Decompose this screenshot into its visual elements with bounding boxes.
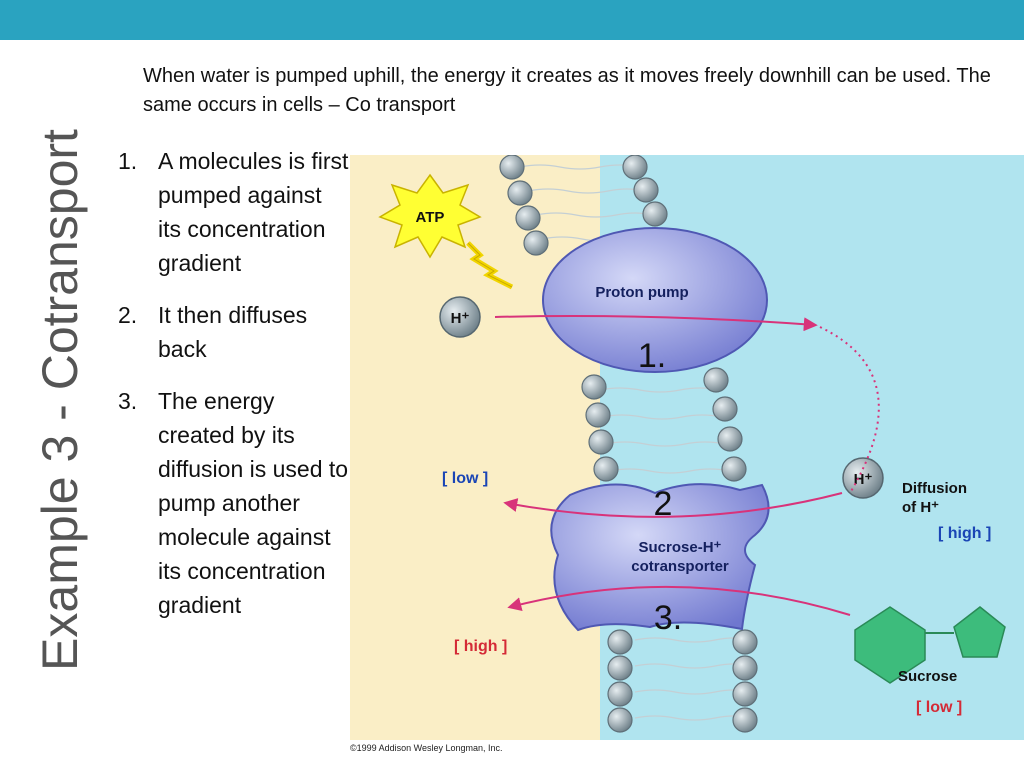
h-ion-label: H⁺ [451,310,470,327]
step-number: 3. [118,388,138,414]
lightning-outline [467,242,513,288]
slide-title-container: Example 3 - Cotransport [8,100,108,700]
high-right-label: [ high ] [938,525,991,542]
h-ion-icon: H⁺ [842,457,884,499]
copyright-text: ©1999 Addison Wesley Longman, Inc. [350,743,503,753]
step-number: 1. [118,148,138,174]
high-left-label: [ high ] [454,638,507,655]
intro-text: When water is pumped uphill, the energy … [143,65,991,116]
h-ion-label: H⁺ [854,471,873,488]
slide-title: Example 3 - Cotransport [32,129,88,671]
marker-2: 2 [654,485,673,523]
step-item: 3. The energy created by its diffusion i… [118,384,350,622]
step-item: 2. It then diffuses back [118,298,350,366]
marker-3: 3. [654,599,682,637]
step-text: The energy created by its diffusion is u… [158,388,349,618]
step-item: 1. A molecules is first pumped against i… [118,144,350,280]
low-right-label: [ low ] [916,699,962,716]
proton-pump-protein [542,227,768,373]
marker-1: 1. [638,337,666,375]
sucrose-label: Sucrose [898,668,957,685]
step-text: It then diffuses back [158,302,308,362]
h-ion-icon: H⁺ [439,296,481,338]
sucrose-hexagon-icon [854,606,926,684]
diffusion-dotted-arrow [819,326,880,494]
steps-list: 1. A molecules is first pumped against i… [118,144,350,640]
proton-pump-label: Proton pump [595,284,688,301]
low-left-label: [ low ] [442,470,488,487]
cotransport-diagram: ATP Proton pump Sucrose-H⁺ cotransporter… [350,155,1024,768]
cotransporter-label-line1: Sucrose-H⁺ [639,539,722,556]
diffusion-label-line1: Diffusion [902,480,967,497]
sucrose-pentagon-icon [953,606,1006,658]
atp-label: ATP [416,209,445,226]
diffusion-label-line2: of H⁺ [902,499,939,516]
h-ion-return-arrow [503,492,843,518]
cotransporter-label-line2: cotransporter [631,558,729,575]
proton-pump-arrow [494,315,818,332]
diagram-svg: ATP Proton pump Sucrose-H⁺ cotransporter… [350,155,1024,753]
step-number: 2. [118,302,138,328]
sucrose-transport-arrow [507,585,851,616]
step-text: A molecules is first pumped against its … [158,148,349,276]
top-bar [0,0,1024,40]
cotransporter-protein [550,483,770,632]
atp-burst-icon [378,173,482,259]
